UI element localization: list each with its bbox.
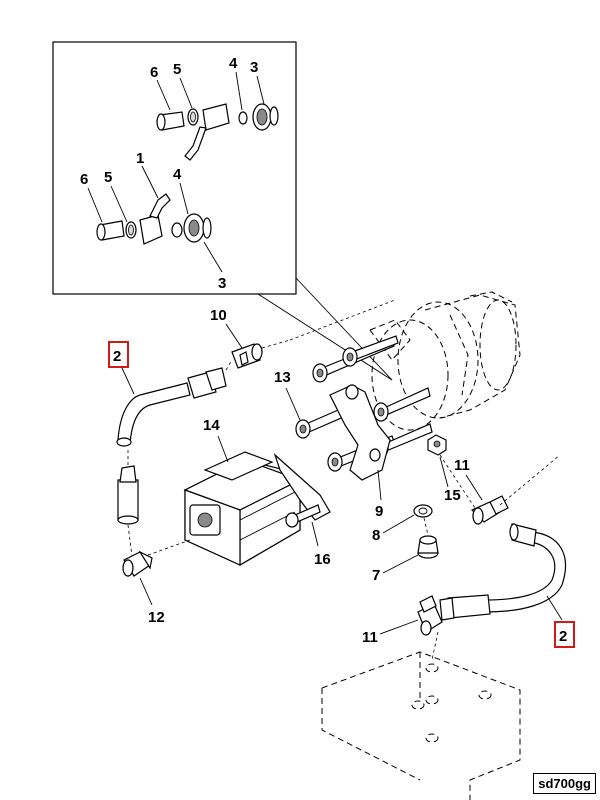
- manifold-block-outline: [321, 651, 521, 800]
- callout-inset-5a: 5: [173, 61, 181, 78]
- alignment-lines: [127, 299, 561, 661]
- callout-12: 12: [148, 609, 165, 626]
- mounting-bracket: [329, 384, 391, 481]
- screw: [373, 387, 431, 422]
- elbow-fitting-upper: [470, 495, 509, 525]
- callout-9: 9: [375, 503, 383, 520]
- inset-pointer-line-2: [257, 293, 393, 381]
- callout-8: 8: [372, 527, 380, 544]
- callout-inset-3b: 3: [218, 275, 226, 292]
- callout-hose-right: 2: [546, 595, 575, 648]
- pump-unit: [183, 451, 331, 567]
- elbow-fitting-left: [122, 550, 153, 577]
- lower-banjo-assembly: [96, 193, 212, 245]
- figure-code-label: sd700gg: [533, 773, 596, 794]
- callout-14: 14: [203, 417, 220, 434]
- callout-16: 16: [314, 551, 331, 568]
- callout-inset-6a: 6: [150, 64, 158, 81]
- hose-right: [439, 523, 567, 621]
- callout-15: 15: [444, 487, 461, 504]
- callout-inset-6b: 6: [80, 171, 88, 188]
- callout-label: 2: [113, 348, 121, 365]
- upper-banjo-assembly: [156, 103, 279, 161]
- elbow-fitting-lower: [417, 595, 443, 636]
- callout-inset-4a: 4: [229, 55, 238, 72]
- callout-highlight-box: [554, 621, 575, 648]
- plug: [417, 535, 439, 559]
- callout-inset-4b: 4: [173, 166, 182, 183]
- bolt: [285, 504, 321, 528]
- callout-inset-1: 1: [136, 150, 144, 167]
- callout-7: 7: [372, 567, 380, 584]
- hose-left: [116, 367, 227, 525]
- adapter-fitting: [231, 343, 263, 369]
- callout-11-upper: 11: [454, 457, 470, 474]
- inset-frame: [52, 41, 297, 295]
- screw: [342, 335, 399, 367]
- callout-11-lower: 11: [362, 629, 378, 646]
- washer: [413, 504, 433, 518]
- nut: [427, 434, 447, 456]
- callout-hose-left: 2: [108, 341, 135, 395]
- callout-label: 2: [559, 628, 567, 645]
- callout-inset-3a: 3: [250, 59, 258, 76]
- callout-highlight-box: [108, 341, 129, 368]
- callout-inset-5b: 5: [104, 169, 112, 186]
- inset-pointer-line: [295, 277, 393, 381]
- callout-13: 13: [274, 369, 291, 386]
- detail-inset: 6 5 4 3 1 6 5 4 3: [52, 41, 393, 381]
- callout-10: 10: [210, 307, 227, 324]
